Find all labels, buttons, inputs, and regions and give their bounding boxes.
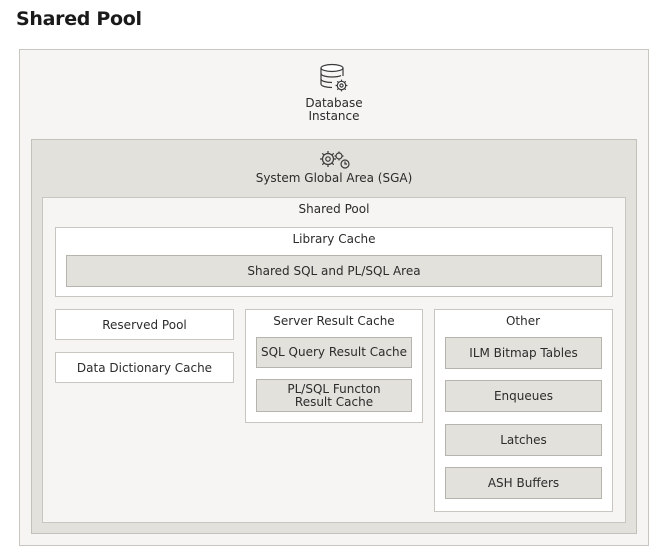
enqueues: Enqueues	[445, 380, 602, 412]
shared-sql-plsql-area-label: Shared SQL and PL/SQL Area	[247, 263, 421, 278]
gears-clock-icon	[318, 148, 352, 170]
shared-sql-plsql-area: Shared SQL and PL/SQL Area	[66, 255, 602, 287]
latches-label: Latches	[500, 432, 547, 447]
plsql-function-result-cache-line1: PL/SQL Functon	[287, 381, 381, 396]
ilm-bitmap-tables-label: ILM Bitmap Tables	[469, 345, 578, 360]
other-label: Other	[505, 314, 541, 328]
sql-query-result-cache: SQL Query Result Cache	[256, 337, 412, 368]
ash-buffers-label: ASH Buffers	[487, 475, 560, 490]
database-gear-icon	[318, 62, 350, 94]
ilm-bitmap-tables: ILM Bitmap Tables	[445, 337, 602, 369]
shared-pool-label: Shared Pool	[298, 202, 370, 216]
data-dictionary-cache-box: Data Dictionary Cache	[55, 352, 234, 383]
sql-query-result-cache-label: SQL Query Result Cache	[260, 345, 408, 359]
database-label-line1: Database	[305, 96, 363, 110]
plsql-function-result-cache: PL/SQL Functon Result Cache	[256, 379, 412, 412]
sga-label: System Global Area (SGA)	[255, 171, 413, 185]
server-result-cache-label: Server Result Cache	[273, 314, 395, 328]
ash-buffers: ASH Buffers	[445, 467, 602, 499]
library-cache-label: Library Cache	[292, 232, 376, 246]
reserved-pool-label: Reserved Pool	[102, 317, 187, 332]
reserved-pool-box: Reserved Pool	[55, 309, 234, 340]
data-dictionary-cache-label: Data Dictionary Cache	[76, 360, 213, 375]
latches: Latches	[445, 424, 602, 456]
plsql-function-result-cache-line2: Result Cache	[294, 394, 374, 409]
enqueues-label: Enqueues	[493, 388, 554, 403]
page-title: Shared Pool	[16, 8, 142, 30]
database-label-line2: Instance	[308, 109, 360, 123]
